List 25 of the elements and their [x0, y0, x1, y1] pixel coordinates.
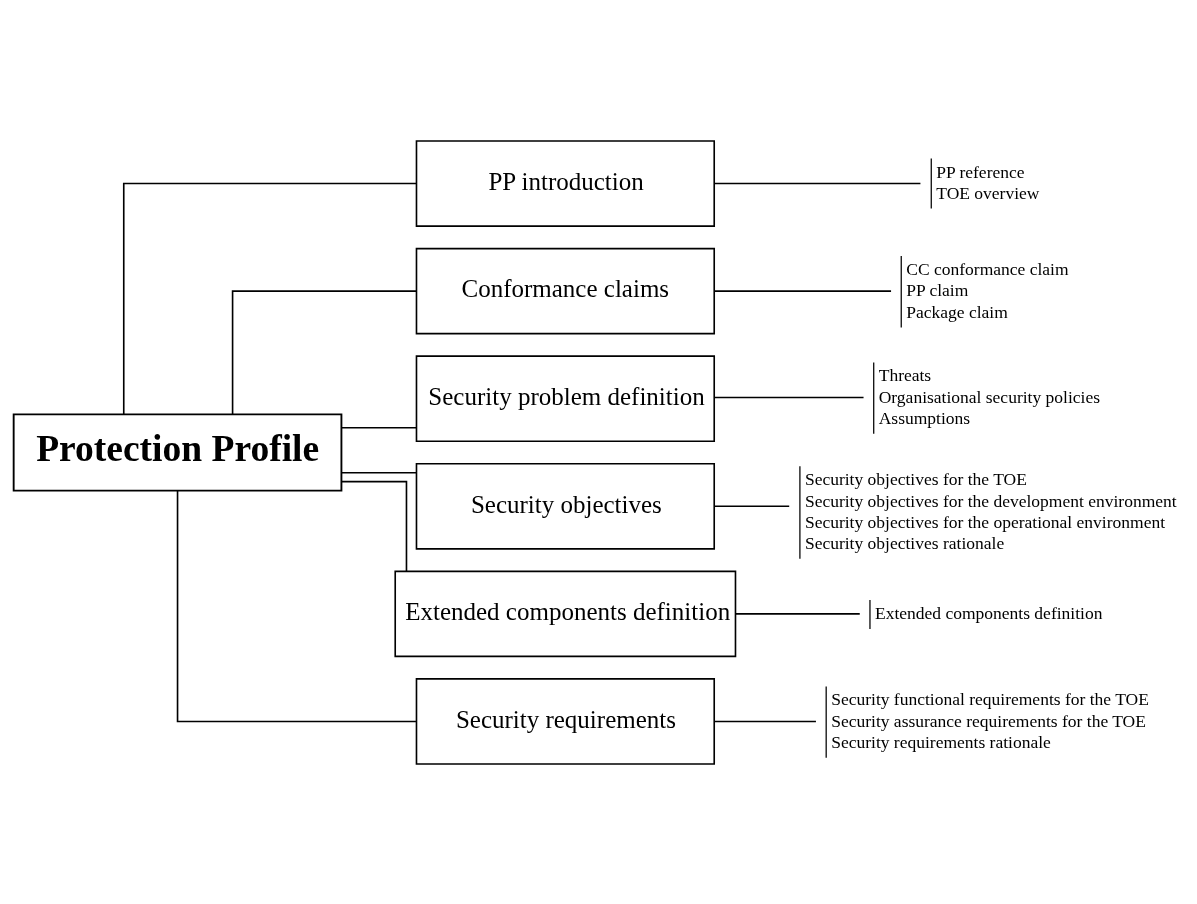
node-text: Extended components definition [874, 602, 1103, 623]
connector [713, 396, 865, 398]
node-text: Threats Organisational security policies Assumptions [878, 364, 1101, 428]
node-box: Security problem definition [415, 354, 716, 442]
connector [713, 720, 817, 722]
connector [231, 289, 417, 415]
node-box: Protection Profile [12, 412, 343, 492]
connector [340, 426, 418, 429]
connector [176, 489, 417, 722]
connector [713, 289, 892, 292]
connector [713, 504, 791, 507]
connector [122, 182, 418, 415]
node-box: PP introduction [415, 139, 716, 227]
node-text: PP reference TOE overview [936, 161, 1040, 203]
node-box: Security requirements [415, 677, 716, 765]
node-text: Security functional requirements for the TOE Security assurance requirements for the TOE Security requirements rationale [831, 688, 1149, 752]
node-box: Security objectives [415, 462, 716, 550]
node-text: CC conformance claim PP claim Package claim [906, 258, 1069, 322]
connector [340, 480, 408, 572]
node-text: Security objectives for the TOE Security objectives for the development environment Security objectives for the operational environment Security objectives rationale [804, 468, 1177, 553]
connector [713, 182, 922, 184]
node-box: Conformance claims [415, 247, 716, 334]
connector [340, 471, 418, 474]
connector [735, 612, 861, 615]
node-box: Extended components definition [394, 570, 737, 657]
